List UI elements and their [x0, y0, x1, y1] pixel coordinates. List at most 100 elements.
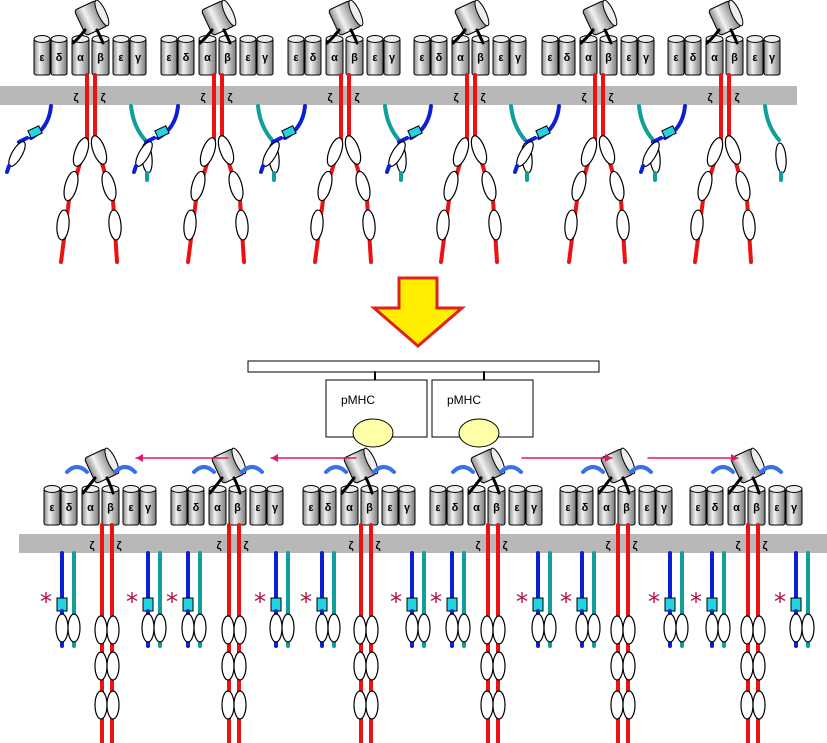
complex-top-1-head	[201, 0, 237, 36]
complex-bot-5-epsilon-0-cap	[689, 485, 707, 493]
complex-bot-1-epsilon-0-label: ε	[176, 502, 182, 514]
bot-2-zeta-oval-r-1	[365, 651, 379, 681]
top-1-zeta-left: ζ	[200, 92, 205, 104]
complex-bot-5-epsilon-0-label: ε	[695, 502, 701, 514]
complex-top-2-connector-right	[349, 28, 359, 45]
bot-0-rot-arrow-left	[65, 465, 89, 474]
top-1-oval-4	[228, 170, 244, 202]
top-4-oval-3	[571, 170, 587, 202]
complex-top-1-epsilon-4-label: ε	[245, 52, 251, 64]
complex-top-3-epsilon-4-cap	[492, 35, 510, 43]
phospho-mark-1: *	[126, 588, 138, 616]
complex-top-1-epsilon-0-cap	[160, 35, 178, 43]
complex-bot-2-delta-1-label: δ	[325, 502, 332, 514]
complex-top-0-delta-1-label: δ	[56, 52, 63, 64]
complex-top-4-connector-left	[579, 28, 595, 45]
bot-5-zeta-oval-l-0	[740, 615, 754, 645]
bot-4-zeta-oval-r-1	[622, 651, 636, 681]
phospho-mark-0: *	[40, 588, 52, 616]
membrane-top	[0, 86, 797, 105]
complex-top-3-connector-right	[475, 28, 485, 45]
complex-bot-5-gamma-5-cap	[785, 485, 803, 493]
top-1-cd3-blue-a2	[144, 136, 156, 144]
complex-top-3-gamma-5-cap	[509, 35, 527, 43]
top-5-oval-3	[697, 170, 713, 202]
bot-0-zeta-left: ζ	[89, 540, 94, 552]
bot-cd3-oval-b-7	[543, 613, 557, 643]
top-4-zeta-right: ζ	[608, 92, 613, 104]
top-0-cd3-blue-a2	[17, 136, 29, 144]
top-2-oval-4	[355, 170, 371, 202]
top-3-oval-4	[481, 170, 497, 202]
complex-top-2-epsilon-0-label: ε	[293, 52, 299, 64]
bot-cd3-oval-a-3	[269, 613, 283, 643]
top-1-oval-3	[190, 170, 206, 202]
top-2-oval-1	[326, 137, 344, 167]
lateral-arrow-head-3	[731, 454, 738, 462]
bot-cd3-oval-a-7	[531, 613, 545, 643]
complex-bot-1-connector-right	[232, 476, 242, 495]
complex-bot-5-delta-1-label: δ	[712, 502, 719, 514]
bot-0-zeta-oval-r-1	[106, 651, 120, 681]
complex-top-2-beta-3-label: β	[351, 52, 358, 64]
top-5-zeta-right: ζ	[734, 92, 739, 104]
complex-bot-1-epsilon-0-cap	[170, 485, 188, 493]
top-1-oval-5	[183, 209, 197, 241]
complex-bot-1-head-cap	[231, 447, 247, 475]
complex-top-5-epsilon-4-label: ε	[752, 52, 758, 64]
top-3-oval-5	[436, 209, 450, 241]
bot-cd3-oval-b-8	[587, 613, 601, 643]
bot-cd3-oval-b-10	[717, 613, 731, 643]
phospho-mark-4: *	[300, 588, 312, 616]
top-4-zeta-left: ζ	[581, 92, 586, 104]
complex-top-4-delta-1-label: δ	[564, 52, 571, 64]
top-0-itam-a	[27, 125, 43, 139]
complex-bot-5-alpha-2-label: α	[733, 502, 740, 514]
bot-3-zeta-oval-l-0	[480, 615, 494, 645]
complex-top-2-delta-1-label: δ	[310, 52, 317, 64]
bot-3-zeta-right: ζ	[502, 540, 507, 552]
complex-bot-3-connector-right	[491, 476, 501, 495]
top-4-cd3-teal-b	[637, 104, 655, 142]
top-3-zeta-right: ζ	[480, 92, 485, 104]
complex-bot-4-beta-3-label: β	[623, 502, 630, 514]
complex-top-0-epsilon-0-cap	[33, 35, 51, 43]
complex-bot-4-gamma-5-cap	[655, 485, 673, 493]
complex-bot-1-delta-1-label: δ	[193, 502, 200, 514]
complex-top-3-epsilon-0-cap	[413, 35, 431, 43]
bot-2-zeta-right: ζ	[375, 540, 380, 552]
bot-4-zeta-oval-l-1	[610, 651, 624, 681]
complex-top-1-gamma-5-label: γ	[262, 52, 269, 64]
complex-top-1-alpha-2-label: α	[204, 52, 211, 64]
top-2-cd3-teal-b	[383, 104, 401, 142]
complex-top-0-head	[74, 0, 110, 36]
complex-top-2-head-cap	[348, 0, 364, 27]
lateral-arrow-head-1	[271, 454, 278, 462]
complex-top-5-connector-left	[705, 28, 721, 45]
bot-4-zeta-oval-l-0	[610, 615, 624, 645]
bot-cd3-oval-a-4	[315, 613, 329, 643]
complex-bot-4-epsilon-4-cap	[638, 485, 656, 493]
bot-cd3-oval-a-9	[663, 613, 677, 643]
bot-0-rot-arrow-right	[113, 465, 137, 474]
complex-top-3-alpha-2-label: α	[457, 52, 464, 64]
complex-bot-4-epsilon-0-label: ε	[565, 502, 571, 514]
complex-top-0-gamma-5-cap	[129, 35, 147, 43]
complex-top-2-gamma-5-cap	[383, 35, 401, 43]
complex-top-5-beta-3-label: β	[731, 52, 738, 64]
complex-top-4-gamma-5-label: γ	[643, 52, 650, 64]
complex-bot-2-epsilon-0-label: ε	[308, 502, 314, 514]
complex-bot-2-epsilon-4-label: ε	[387, 502, 393, 514]
complex-bot-0-delta-1-label: δ	[66, 502, 73, 514]
complex-bot-0-head	[84, 447, 120, 484]
top-3-zeta-left: ζ	[453, 92, 458, 104]
bot-0-zeta-oval-l-0	[94, 615, 108, 645]
complex-bot-0-epsilon-4-label: ε	[128, 502, 134, 514]
complex-bot-3-delta-1-cap	[446, 485, 464, 493]
complex-top-1-gamma-5-cap	[256, 35, 274, 43]
bot-cd3-oval-a-10	[705, 613, 719, 643]
bot-cd3-oval-a-0	[55, 613, 69, 643]
top-2-oval-5	[310, 209, 324, 241]
complex-bot-3-connector-left	[467, 476, 483, 495]
top-1-itam-a	[154, 125, 170, 139]
